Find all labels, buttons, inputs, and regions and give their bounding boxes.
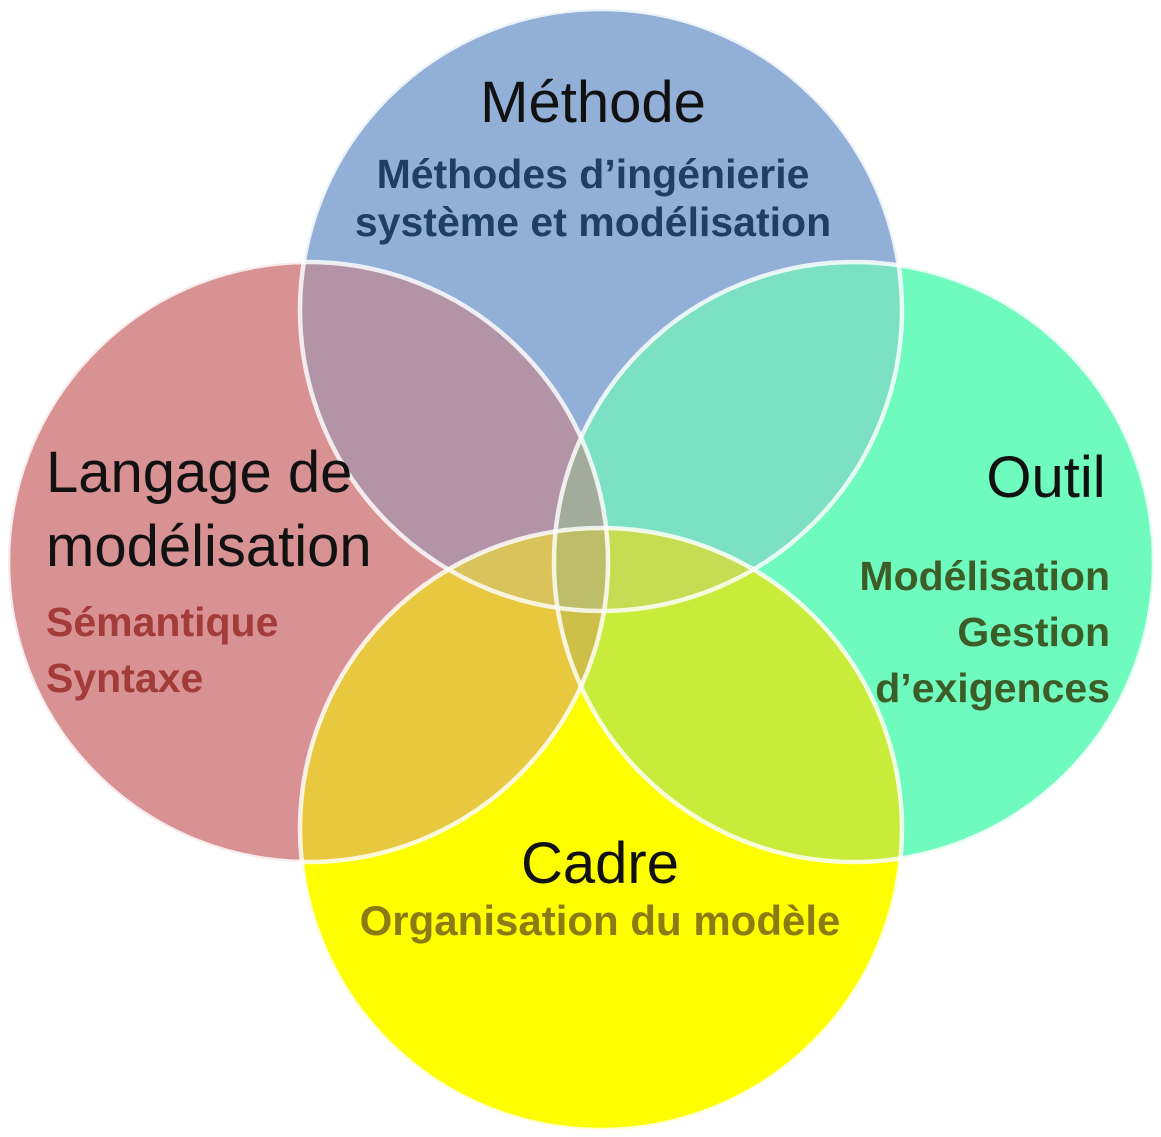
outil-subtitle-line: d’exigences <box>875 665 1110 711</box>
outil-title: Outil <box>986 445 1106 510</box>
langage-subtitle: Sémantique Syntaxe <box>46 594 278 706</box>
outil-subtitle: Modélisation Gestion d’exigences <box>859 548 1110 716</box>
methode-title: Méthode <box>480 70 706 135</box>
methode-subtitle-line: système et modélisation <box>354 199 832 245</box>
langage-circle-outline <box>5 259 611 865</box>
cadre-subtitle: Organisation du modèle <box>359 897 841 944</box>
langage-subtitle-line: Syntaxe <box>46 655 204 701</box>
methode-subtitle: Méthodes d’ingénierie système et modélis… <box>355 150 831 246</box>
outil-circle-outline <box>551 259 1157 865</box>
langage-subtitle-line: Sémantique <box>46 599 279 645</box>
outil-subtitle-line: Modélisation <box>859 553 1110 599</box>
langage-title-line: Langage de <box>46 440 353 505</box>
langage-title: Langage de modélisation <box>46 436 372 584</box>
cadre-title: Cadre <box>521 831 679 896</box>
methode-subtitle-line: Méthodes d’ingénierie <box>376 151 810 197</box>
outil-subtitle-line: Gestion <box>957 609 1110 655</box>
methode-circle-outline <box>297 6 905 614</box>
cadre-circle-outline <box>297 525 905 1133</box>
langage-title-line: modélisation <box>46 514 372 579</box>
